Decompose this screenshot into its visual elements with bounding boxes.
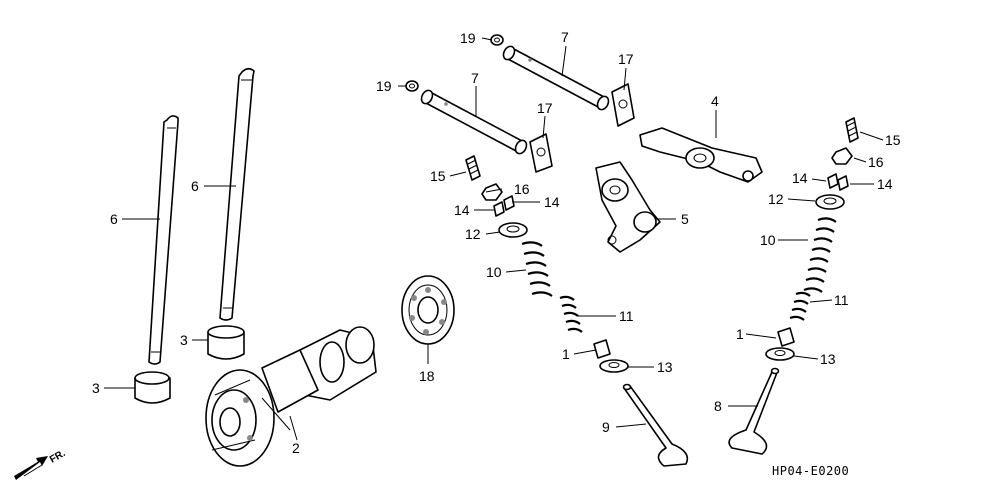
callout-19-mid: 19 bbox=[376, 78, 392, 94]
valve-cotter-right bbox=[827, 173, 849, 191]
shaft-plate-lower bbox=[529, 133, 553, 173]
lock-nut-left bbox=[481, 183, 503, 201]
rocker-arm-exhaust bbox=[639, 127, 763, 183]
adjusting-screw-right bbox=[845, 117, 859, 143]
callout-labels: 19 7 17 19 7 17 4 15 16 14 14 12 10 11 1… bbox=[48, 29, 901, 478]
callout-18: 18 bbox=[419, 368, 435, 384]
stem-seal-left bbox=[593, 339, 611, 359]
callout-16-right: 16 bbox=[868, 154, 884, 170]
callout-19-top: 19 bbox=[460, 30, 476, 46]
spring-seat-left bbox=[599, 359, 629, 373]
callout-7-top: 7 bbox=[561, 29, 569, 45]
front-arrow-icon bbox=[14, 456, 48, 480]
callout-4: 4 bbox=[711, 93, 719, 109]
push-rod-left bbox=[148, 115, 179, 365]
valve-cotter-left bbox=[493, 195, 515, 217]
valve-lifter-lower bbox=[134, 371, 171, 404]
washer-lower bbox=[405, 80, 419, 92]
callout-11-right: 11 bbox=[834, 292, 849, 308]
exhaust-valve bbox=[728, 367, 780, 455]
callout-6-left: 6 bbox=[110, 211, 118, 227]
stem-seal-right bbox=[777, 327, 795, 347]
rocker-arm-shaft-upper bbox=[502, 45, 610, 111]
callout-6-right: 6 bbox=[191, 178, 199, 194]
callout-14-right-b: 14 bbox=[877, 176, 893, 192]
callout-17-top: 17 bbox=[618, 51, 634, 67]
callout-1-right: 1 bbox=[736, 326, 744, 342]
callout-13-left: 13 bbox=[657, 359, 673, 375]
callout-15-right: 15 bbox=[885, 132, 901, 148]
spring-retainer-right bbox=[815, 194, 845, 210]
washer-upper bbox=[490, 34, 504, 46]
callout-17-mid: 17 bbox=[537, 100, 553, 116]
callout-11-left: 11 bbox=[619, 308, 634, 324]
valve-lifter-upper bbox=[207, 325, 245, 360]
callout-16-left: 16 bbox=[514, 181, 530, 197]
callout-7-mid: 7 bbox=[471, 70, 479, 86]
push-rod-right bbox=[219, 67, 255, 321]
rocker-arm-shaft-lower bbox=[420, 89, 528, 155]
spring-retainer-left bbox=[498, 222, 528, 238]
intake-valve bbox=[622, 383, 689, 467]
camshaft bbox=[205, 326, 377, 467]
callout-1-left: 1 bbox=[562, 346, 570, 362]
adjusting-screw-left bbox=[465, 155, 481, 181]
callout-9: 9 bbox=[602, 419, 610, 435]
camshaft-bearing bbox=[401, 275, 455, 345]
callout-15-left: 15 bbox=[430, 168, 446, 184]
callout-10-right: 10 bbox=[760, 232, 776, 248]
callout-13-right: 13 bbox=[820, 351, 836, 367]
callout-14-right-a: 14 bbox=[792, 170, 808, 186]
callout-3-bottom: 3 bbox=[92, 380, 100, 396]
spring-seat-right bbox=[765, 347, 795, 361]
outer-spring-left bbox=[521, 241, 553, 297]
outer-spring-right bbox=[803, 217, 837, 293]
callout-8: 8 bbox=[714, 398, 722, 414]
callout-14-left-a: 14 bbox=[454, 202, 470, 218]
callout-3-top: 3 bbox=[180, 332, 188, 348]
inner-spring-left bbox=[559, 295, 583, 333]
shaft-plate-upper bbox=[611, 83, 635, 127]
rocker-arm-intake bbox=[595, 161, 661, 253]
leader-lines bbox=[104, 37, 884, 441]
callout-14-left-b: 14 bbox=[544, 194, 560, 210]
callout-10-left: 10 bbox=[486, 264, 502, 280]
callout-2: 2 bbox=[292, 440, 300, 456]
inner-spring-right bbox=[789, 291, 811, 321]
callout-5: 5 bbox=[681, 211, 689, 227]
front-arrow-label: FR. bbox=[48, 448, 68, 466]
callout-12-left: 12 bbox=[465, 226, 481, 242]
diagram-code: HP04-E0200 bbox=[772, 464, 849, 478]
callout-12-right: 12 bbox=[768, 191, 784, 207]
lock-nut-right bbox=[831, 147, 853, 165]
